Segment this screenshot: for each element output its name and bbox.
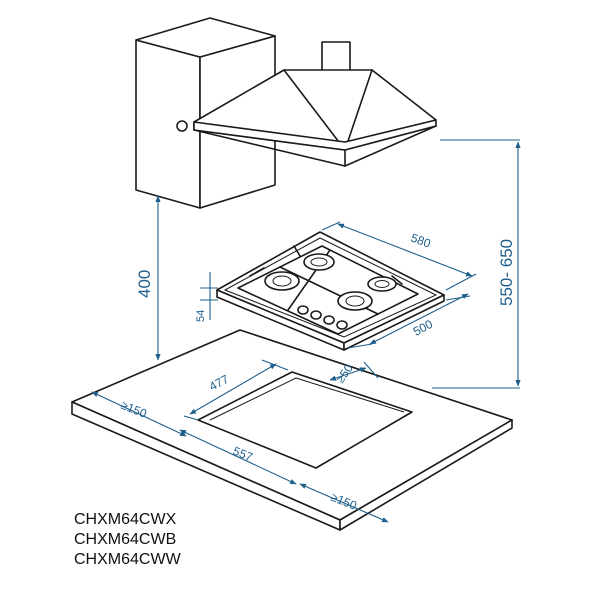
- model-list: CHXM64CWX CHXM64CWB CHXM64CWW: [74, 510, 274, 570]
- dim-label-500: 500: [411, 317, 436, 339]
- burner-front-left: [264, 271, 300, 291]
- burner-rear-left: [303, 253, 335, 271]
- dim-label-550-650: 550- 650: [497, 239, 516, 306]
- model-name: CHXM64CWW: [74, 551, 181, 568]
- model-name: CHXM64CWB: [74, 531, 177, 548]
- burner-rear-right: [367, 276, 397, 292]
- wall-cabinet: [135, 17, 276, 209]
- dim-label-54: 54: [195, 310, 207, 322]
- hob-control-knobs: [297, 305, 348, 330]
- hood-knob: [176, 120, 188, 132]
- worktop: [71, 329, 513, 531]
- dim-label-400: 400: [135, 270, 154, 298]
- model-name: CHXM64CWX: [74, 511, 177, 528]
- dimension-lines: [91, 139, 521, 523]
- dim-label-580: 580: [409, 231, 433, 251]
- gas-hob: [216, 231, 445, 351]
- cooker-hood: [176, 41, 437, 167]
- burner-front-right: [337, 291, 373, 311]
